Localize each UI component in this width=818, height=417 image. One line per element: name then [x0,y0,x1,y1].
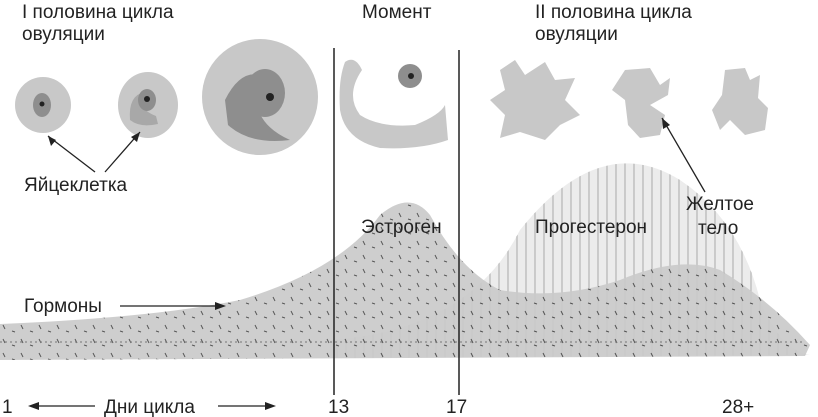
axis-day13: 13 [328,397,349,417]
hormone-base-band [0,202,810,360]
second-half-title: II половина цикла [535,2,692,23]
axis-day17: 17 [446,397,467,417]
corpus-luteum-1 [490,60,580,140]
follicle-1 [15,77,71,133]
progesterone-label: Прогестерон [535,217,647,238]
second-half-title-line2: овуляции [535,24,618,45]
corpus-luteum-arrow [661,117,706,193]
days-label: Дни цикла [104,397,195,417]
estrogen-label: Эстроген [361,217,442,238]
first-half-title: I половина цикла [22,2,174,23]
axis-day1: 1 [2,397,13,417]
corpus-luteum-label-line2: тело [698,218,738,239]
ovulated-follicle [339,59,448,149]
corpus-luteum-label: Желтое [686,194,754,215]
axis-day28: 28+ [722,397,754,417]
egg-label: Яйцеклетка [24,175,128,196]
follicle-2 [118,72,178,138]
follicle-3 [202,39,318,155]
first-half-title-line2: овуляции [22,24,105,45]
hormones-label: Гормоны [24,296,102,317]
corpus-luteum-3 [712,68,768,135]
corpus-luteum-2 [612,68,670,138]
egg-arrow-1 [47,135,96,173]
moment-title: Момент [362,2,432,23]
